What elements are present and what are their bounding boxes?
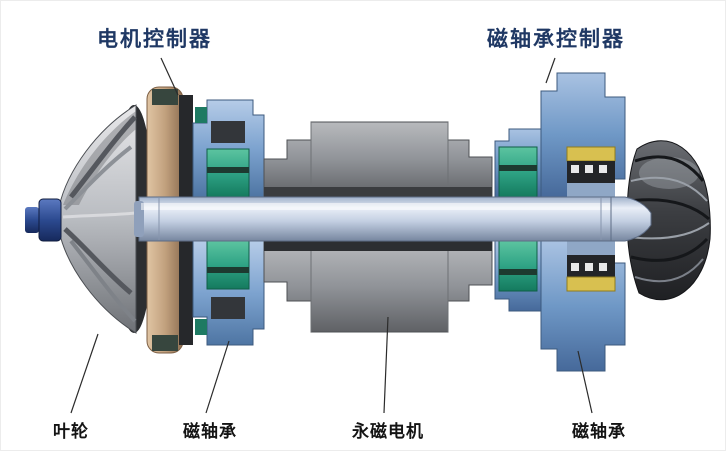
label-magnetic-bearing-left: 磁轴承 (183, 422, 237, 442)
impeller-right (626, 140, 711, 301)
permanent-magnet-motor-body (263, 121, 493, 333)
sensor-stack-bottom (566, 241, 616, 292)
rotor-shaft (134, 196, 652, 242)
leader-impeller (70, 333, 99, 414)
label-impeller: 叶轮 (53, 422, 89, 442)
sensor-stack-top (566, 146, 616, 197)
label-motor-controller: 电机控制器 (97, 27, 212, 51)
impeller-nose-nut (25, 198, 62, 242)
magnetic-bearing-right-housing (494, 72, 626, 372)
leader-motor-controller (160, 57, 179, 96)
leader-bearing-left (205, 340, 230, 414)
impeller-left (25, 104, 154, 334)
leader-motor (383, 316, 389, 414)
label-magnetic-bearing-right: 磁轴承 (572, 422, 626, 442)
leader-lines (70, 57, 593, 414)
label-permanent-magnet-motor: 永磁电机 (352, 422, 424, 442)
leader-bearing-right (577, 350, 593, 414)
label-magnetic-bearing-controller: 磁轴承控制器 (487, 27, 625, 51)
leader-bearing-controller (545, 57, 556, 84)
